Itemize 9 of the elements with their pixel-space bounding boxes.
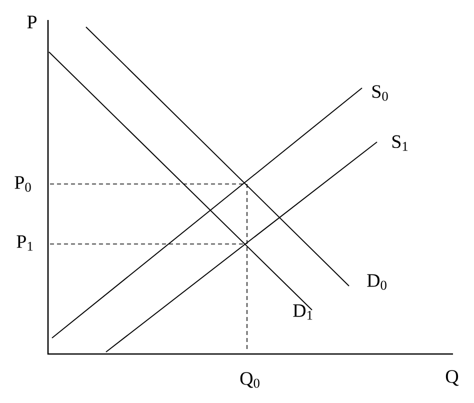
axis-label: P — [27, 16, 37, 28]
price-label: P$_{0}$ — [14, 176, 31, 192]
quantity-label: Q$_{0}$ — [240, 372, 260, 388]
curve-label: S$_{1}$ — [392, 135, 408, 151]
curve-label: S$_{0}$ — [372, 85, 388, 101]
price-label: P$_{1}$ — [16, 235, 33, 251]
axis-label: Q — [446, 370, 459, 386]
curve-label: D$_{1}$ — [293, 304, 312, 320]
curve-label: D$_{0}$ — [367, 274, 386, 290]
